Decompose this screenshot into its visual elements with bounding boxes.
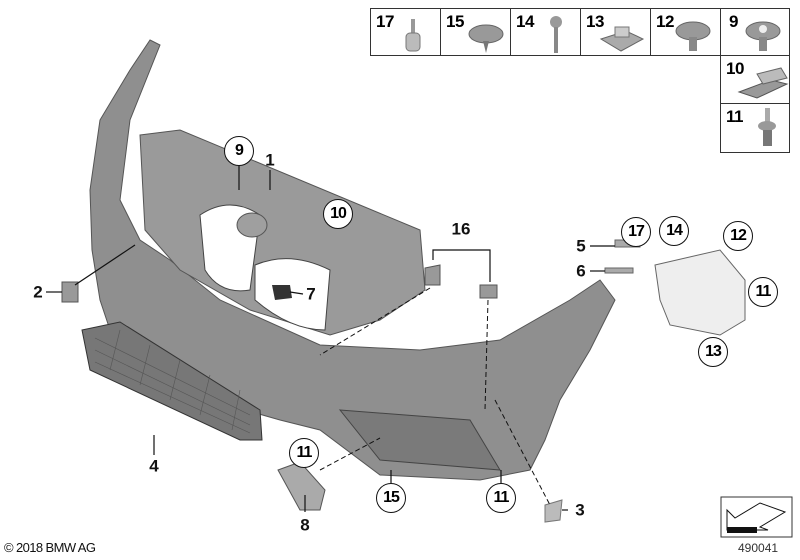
screw-washer-icon xyxy=(468,24,504,53)
callout-17: 17 xyxy=(621,217,651,247)
callout-3: 3 xyxy=(575,500,585,520)
callout-13: 13 xyxy=(698,337,728,367)
legend-cell-9: 9 xyxy=(720,8,790,56)
kidney-grille-opening-right xyxy=(254,258,331,331)
callout-5: 5 xyxy=(576,236,586,256)
callout-4: 4 xyxy=(149,456,159,476)
lower-grille-part-4 xyxy=(81,321,263,441)
legend-cell-15: 15 xyxy=(440,8,511,56)
leader-lines xyxy=(46,166,615,512)
legend-number: 14 xyxy=(516,12,534,31)
dashed-leader-lines xyxy=(319,287,551,506)
legend-number: 11 xyxy=(726,107,743,126)
front-bumper-part-1 xyxy=(89,39,616,481)
emblem-mount xyxy=(236,212,268,238)
legend-number: 10 xyxy=(726,59,744,78)
legend-cell-13: 13 xyxy=(580,8,651,56)
callout-16: 16 xyxy=(451,219,471,239)
callout-11-bottom: 11 xyxy=(486,483,516,513)
copyright: © 2018 BMW AG xyxy=(4,540,96,555)
legend-cell-11: 11 xyxy=(720,103,790,153)
legend-number: 13 xyxy=(586,12,604,31)
legend-number: 12 xyxy=(656,12,674,31)
side-bracket-assembly xyxy=(654,249,746,336)
lower-air-intake xyxy=(338,409,501,471)
hex-screw-icon xyxy=(675,21,711,51)
callout-11-side: 11 xyxy=(748,277,778,307)
tow-hook-bracket-part-8 xyxy=(277,461,326,511)
legend-number: 15 xyxy=(446,12,464,31)
part-6 xyxy=(604,267,634,274)
screw-grommet-icon xyxy=(758,108,776,146)
legend-cell-12: 12 xyxy=(650,8,721,56)
tapping-screw-icon xyxy=(550,16,562,53)
legend-cell-10: 10 xyxy=(720,55,790,104)
legend-number: 17 xyxy=(376,12,394,31)
callout-10: 10 xyxy=(323,199,353,229)
diagram-number: 490041 xyxy=(738,541,779,555)
callout-9: 9 xyxy=(224,136,254,166)
callout-14: 14 xyxy=(659,216,689,246)
callout-11-towhook: 11 xyxy=(289,438,319,468)
legend-number: 9 xyxy=(729,12,738,31)
callout-12: 12 xyxy=(723,221,753,251)
bumper-upper-panel xyxy=(139,129,426,336)
callout-15: 15 xyxy=(376,483,406,513)
spring-nut-icon xyxy=(737,67,789,99)
callout-8: 8 xyxy=(300,515,310,535)
callout-7: 7 xyxy=(306,284,316,304)
legend-cell-17: 17 xyxy=(370,8,441,56)
bracket-part-16b xyxy=(479,284,498,299)
torx-screw-icon xyxy=(745,21,781,51)
clip-nut-icon xyxy=(599,26,645,52)
legend-cell-14: 14 xyxy=(510,8,581,56)
tow-hook-cover-part-3 xyxy=(544,499,563,523)
callout-6: 6 xyxy=(576,261,586,281)
bracket-part-16a xyxy=(424,264,441,286)
bracket-part-7 xyxy=(272,285,292,300)
callout-1: 1 xyxy=(265,150,275,170)
orientation-arrow-box xyxy=(720,496,793,538)
rivet-icon xyxy=(405,19,421,52)
callout-2: 2 xyxy=(33,282,43,302)
